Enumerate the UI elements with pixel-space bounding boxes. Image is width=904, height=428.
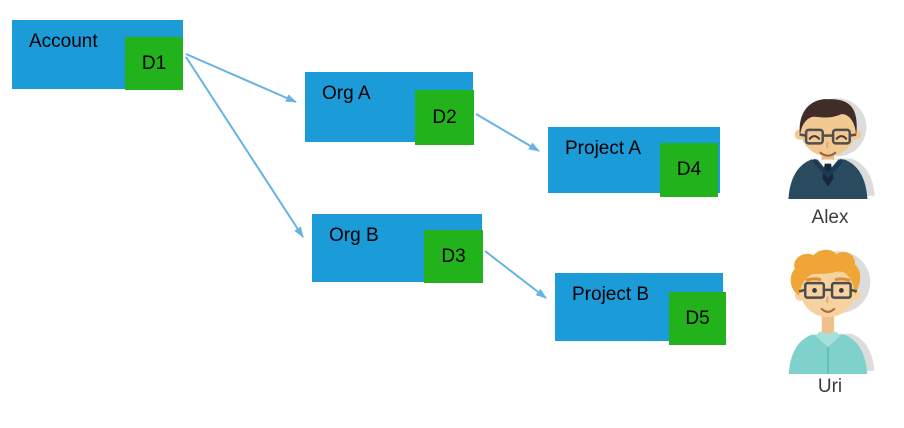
node-project-b: Project B D5 bbox=[555, 273, 726, 345]
avatar-alex-icon bbox=[788, 98, 875, 199]
user-uri-name: Uri bbox=[817, 376, 843, 397]
badge-d2: D2 bbox=[415, 90, 474, 145]
badge-d4-label: D4 bbox=[676, 159, 702, 180]
user-alex-name: Alex bbox=[811, 207, 849, 228]
badge-d1-label: D1 bbox=[141, 52, 167, 74]
node-org-a-label: Org A bbox=[322, 83, 371, 104]
badge-d3: D3 bbox=[424, 230, 483, 283]
badge-d1: D1 bbox=[125, 37, 183, 90]
node-project-a: Project A D4 bbox=[548, 127, 720, 197]
node-org-a: Org A D2 bbox=[305, 72, 474, 145]
node-org-b: Org B D3 bbox=[312, 214, 483, 283]
arrow-org-b-to-project-b bbox=[484, 250, 547, 299]
arrow-account-to-org-b bbox=[185, 56, 304, 238]
node-account-label: Account bbox=[29, 31, 98, 52]
badge-d5: D5 bbox=[669, 292, 726, 345]
badge-d4: D4 bbox=[660, 143, 718, 197]
user-alex bbox=[778, 93, 882, 199]
arrow-org-a-to-project-a bbox=[475, 113, 540, 152]
badge-d5-label: D5 bbox=[685, 307, 710, 329]
badge-d2-label: D2 bbox=[432, 106, 457, 128]
badge-d3-label: D3 bbox=[441, 245, 466, 267]
user-uri bbox=[778, 246, 882, 374]
node-account: Account D1 bbox=[12, 20, 183, 90]
arrow-account-to-org-a bbox=[185, 53, 297, 103]
avatar-uri-icon bbox=[788, 249, 875, 374]
node-project-a-label: Project A bbox=[565, 138, 642, 159]
node-org-b-label: Org B bbox=[329, 225, 379, 246]
node-project-b-label: Project B bbox=[572, 284, 650, 305]
